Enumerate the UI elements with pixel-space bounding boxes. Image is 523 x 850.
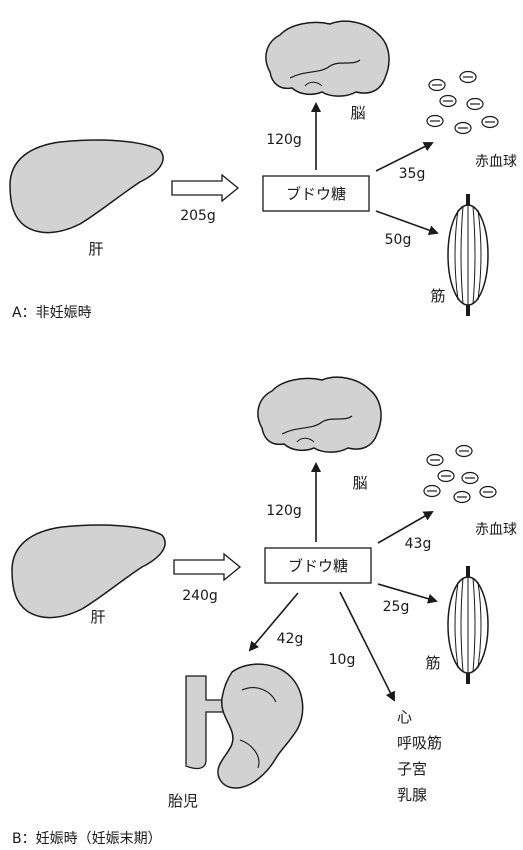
red-blood-cells-a — [427, 72, 498, 134]
liver-label: 肝 — [90, 608, 105, 626]
muscle-label-a: 筋 — [430, 287, 445, 305]
other-target-item: 乳腺 — [397, 786, 427, 804]
fetus-label: 胎児 — [168, 792, 198, 810]
rbc-label-a: 赤血球 — [475, 154, 517, 170]
red-blood-cells-b — [424, 446, 496, 503]
flow-other: 10g — [329, 652, 356, 668]
muscle-illustration-a — [448, 194, 488, 316]
other-targets-list: 心 呼吸筋 子宮 乳腺 — [397, 708, 442, 804]
caption-b: B：妊娠時（妊娠末期） — [12, 831, 162, 847]
panel-b: 肝 240g ブドウ糖 120g 脳 43g 赤血球 — [12, 377, 517, 847]
fetus-illustration — [186, 664, 303, 788]
liver-label: 肝 — [88, 240, 103, 258]
arrow-to-muscle-a — [376, 211, 437, 233]
brain-label-b: 脳 — [352, 474, 367, 492]
muscle-illustration-b — [448, 566, 488, 684]
liver-illustration — [12, 525, 165, 618]
hollow-arrow-a — [172, 175, 238, 201]
flow-fetus: 42g — [277, 631, 304, 647]
liver-illustration — [10, 140, 163, 233]
panel-a: 肝 205g ブドウ糖 120g 脳 35g 赤血球 — [10, 21, 517, 321]
other-target-item: 心 — [397, 708, 412, 726]
flow-rbc-a: 35g — [399, 166, 426, 182]
other-target-item: 呼吸筋 — [397, 734, 442, 752]
caption-a: A：非妊娠時 — [12, 305, 92, 321]
flow-liver-glucose-a: 205g — [180, 208, 216, 224]
rbc-label-b: 赤血球 — [475, 522, 517, 538]
glucose-label-b: ブドウ糖 — [288, 557, 348, 575]
flow-rbc-b: 43g — [405, 536, 432, 552]
flow-liver-glucose-b: 240g — [182, 588, 218, 604]
flow-brain-b: 120g — [266, 503, 302, 519]
flow-brain-a: 120g — [266, 132, 302, 148]
brain-label-a: 脳 — [350, 104, 365, 122]
brain-illustration — [266, 21, 389, 96]
flow-muscle-a: 50g — [385, 232, 412, 248]
other-target-item: 子宮 — [397, 760, 427, 778]
brain-illustration — [258, 377, 381, 452]
muscle-label-b: 筋 — [425, 654, 440, 672]
hollow-arrow-b — [174, 554, 240, 580]
glucose-label-a: ブドウ糖 — [286, 185, 346, 203]
flow-muscle-b: 25g — [383, 599, 410, 615]
